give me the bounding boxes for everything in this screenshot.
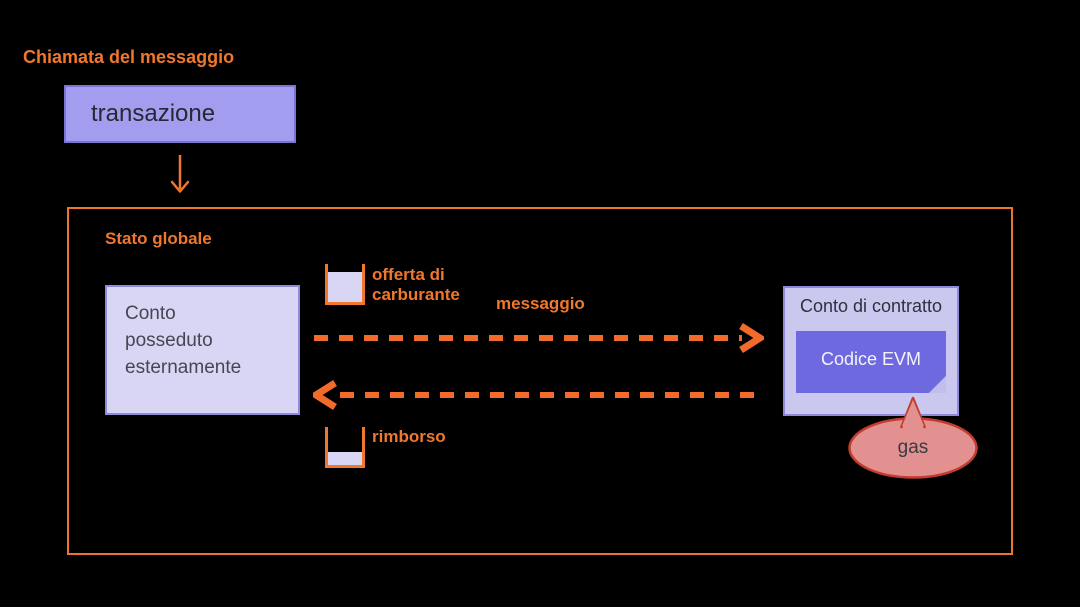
transaction-label: transazione (91, 100, 216, 127)
refund-beaker-fill (328, 452, 362, 465)
gas-bubble-icon (848, 396, 978, 479)
transaction-down-arrow-icon (170, 155, 190, 193)
global-state-box (67, 207, 1013, 555)
gas-label: gas (897, 437, 929, 458)
refund-arrow-icon (313, 380, 758, 410)
global-state-label: Stato globale (105, 229, 212, 248)
evm-code-label: Codice EVM (820, 348, 922, 369)
refund-beaker-icon (325, 427, 365, 468)
gas-supply-beaker-icon (325, 264, 365, 305)
eoa-box: Conto posseduto esternamente (105, 285, 300, 415)
contract-account-box: Conto di contratto Codice EVM (783, 286, 959, 416)
evm-code-note-icon (796, 331, 946, 393)
refund-label: rimborso (372, 427, 446, 446)
message-arrow-icon (314, 323, 764, 353)
gas-supply-beaker-fill (328, 272, 362, 302)
transaction-box: transazione (64, 85, 296, 143)
message-label: messaggio (496, 294, 585, 313)
message-call-heading: Chiamata del messaggio (23, 47, 235, 67)
gas-supply-label: offerta di carburante (372, 265, 460, 305)
contract-account-label: Conto di contratto (799, 296, 943, 316)
